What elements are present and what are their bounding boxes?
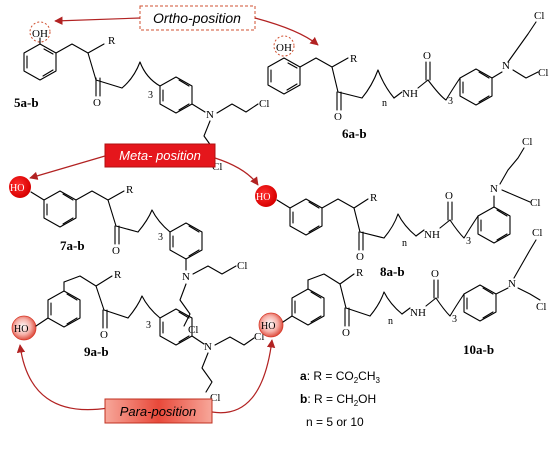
compound-label-8: 8a-b (380, 264, 405, 279)
svg-text:3: 3 (452, 314, 457, 325)
svg-text:Cl: Cl (532, 227, 542, 239)
svg-text:N: N (182, 271, 190, 283)
svg-text:OH: OH (276, 42, 292, 54)
svg-text:NH: NH (424, 229, 440, 241)
svg-text:O: O (100, 329, 108, 341)
ortho-arrow-left (54, 16, 141, 25)
para-ho-highlight-9 (11, 315, 37, 341)
svg-text:3: 3 (146, 320, 151, 331)
meta-position-label: Meta- position (104, 143, 216, 168)
svg-text:NH: NH (410, 307, 426, 319)
svg-text:N: N (204, 341, 212, 353)
svg-text:Cl: Cl (259, 98, 269, 110)
compound-5-structure: OH R O 3 N Cl Cl (23, 21, 269, 173)
compound-7-structure: HO R O 3 N Cl Cl (9, 176, 247, 336)
svg-text:Meta- position: Meta- position (119, 148, 201, 163)
svg-text:R: R (114, 269, 122, 281)
svg-text:N: N (490, 183, 498, 195)
meta-ho-highlight-8 (255, 185, 277, 207)
svg-text:N: N (508, 278, 516, 290)
legend-line-a: a: R = CO2CH3 (300, 369, 381, 385)
svg-text:n: n (388, 316, 393, 327)
svg-text:O: O (423, 50, 431, 62)
ortho-oh-highlight-6 (273, 35, 295, 57)
svg-text:Cl: Cl (254, 331, 264, 343)
compound-label-9: 9a-b (84, 344, 109, 359)
svg-text:HO: HO (14, 324, 28, 335)
svg-text:N: N (206, 109, 214, 121)
svg-text:O: O (112, 245, 120, 257)
svg-text:O: O (356, 251, 364, 263)
svg-text:HO: HO (261, 321, 275, 332)
svg-text:3: 3 (148, 90, 153, 101)
svg-text:R: R (126, 184, 134, 196)
svg-text:Cl: Cl (538, 67, 548, 79)
ortho-position-label: Ortho-position (139, 5, 256, 31)
svg-text:R: R (370, 192, 378, 204)
svg-text:HO: HO (256, 192, 270, 203)
compound-8-structure: HO R O n NH O 3 N Cl Cl (255, 136, 540, 263)
svg-text:3: 3 (158, 232, 163, 243)
svg-text:R: R (356, 267, 364, 279)
svg-text:O: O (342, 327, 350, 339)
svg-text:Cl: Cl (212, 161, 222, 173)
legend-line-n: n = 5 or 10 (306, 415, 364, 429)
ortho-oh-highlight (29, 21, 51, 43)
compound-9-structure: HO R O 3 N Cl Cl (11, 269, 264, 404)
svg-text:Cl: Cl (522, 136, 532, 148)
svg-text:n: n (402, 238, 407, 249)
svg-text:OH: OH (32, 28, 48, 40)
compound-label-7: 7a-b (60, 238, 85, 253)
svg-text:Ortho-position: Ortho-position (153, 10, 241, 26)
compound-label-5: 5a-b (14, 95, 39, 110)
svg-text:Para-position: Para-position (120, 404, 197, 419)
compound-label-6: 6a-b (342, 126, 367, 141)
svg-text:Cl: Cl (188, 324, 198, 336)
svg-text:Cl: Cl (534, 10, 544, 22)
svg-text:Cl: Cl (237, 260, 247, 272)
legend-line-b: b: R = CH2OH (300, 392, 376, 408)
svg-text:O: O (93, 97, 101, 109)
svg-text:HO: HO (10, 183, 24, 194)
svg-text:NH: NH (402, 88, 418, 100)
compound-6-structure: OH R O n NH O 3 N Cl Cl (267, 10, 548, 123)
svg-text:n: n (382, 98, 387, 109)
compound-label-10: 10a-b (463, 342, 494, 357)
svg-text:3: 3 (466, 236, 471, 247)
para-arrow-right (211, 339, 276, 414)
svg-text:Cl: Cl (210, 392, 220, 404)
svg-text:3: 3 (448, 96, 453, 107)
meta-arrow-right (214, 157, 259, 186)
para-position-label: Para-position (104, 398, 213, 424)
svg-text:R: R (108, 35, 116, 47)
compound-10-structure: HO R O n NH O 3 N Cl Cl (258, 227, 546, 339)
svg-text:O: O (445, 190, 453, 202)
svg-text:N: N (502, 60, 510, 72)
para-arrow-left (16, 344, 109, 411)
svg-text:R: R (350, 53, 358, 65)
ortho-arrow-right (254, 17, 319, 46)
substituent-legend: a: R = CO2CH3 b: R = CH2OH n = 5 or 10 (300, 369, 381, 429)
svg-text:Cl: Cl (530, 197, 540, 209)
svg-text:O: O (334, 111, 342, 123)
para-ho-highlight-10 (258, 312, 284, 338)
meta-arrow-left (29, 155, 106, 180)
svg-text:Cl: Cl (536, 301, 546, 313)
meta-ho-highlight-7 (9, 176, 31, 198)
svg-text:O: O (431, 268, 439, 280)
